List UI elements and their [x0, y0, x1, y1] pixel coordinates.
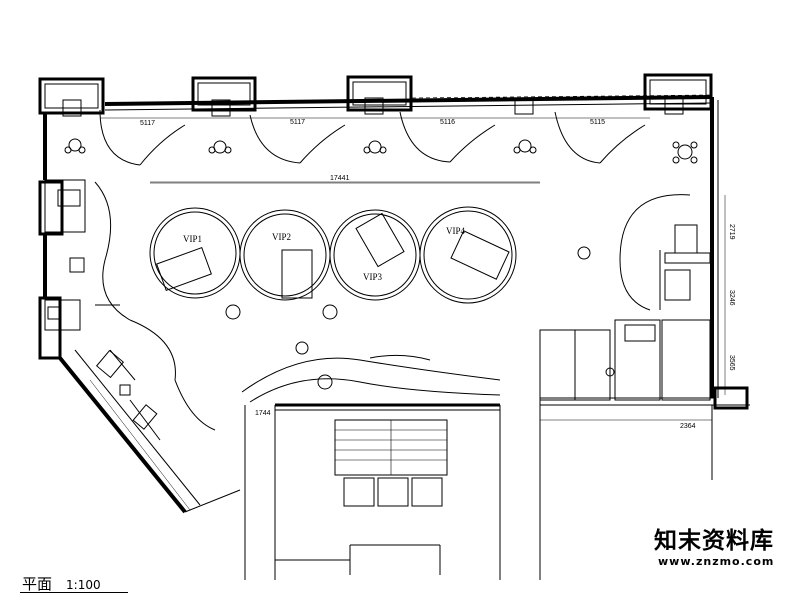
watermark-text: 知末资料库: [654, 528, 774, 554]
caption-scale: 1:100: [66, 578, 101, 592]
watermark-url: www.znzmo.com: [658, 555, 775, 568]
vip-label-2: VIP2: [272, 232, 291, 242]
svg-text:5115: 5115: [590, 119, 605, 126]
caption-underline: [20, 592, 128, 593]
drawing-caption: 平面 1:100: [22, 573, 101, 594]
watermark: 知末资料库 www.znzmo.com: [646, 483, 796, 593]
column-3: [346, 75, 413, 112]
svg-text:2719: 2719: [728, 224, 735, 240]
column-2: [191, 76, 257, 112]
vip-labels: VIP1 VIP2 VIP3 VIP4: [183, 226, 466, 282]
svg-text:1744: 1744: [255, 410, 271, 417]
vip-room-1: [149, 207, 241, 299]
vip-room-3: [329, 209, 421, 301]
svg-text:17441: 17441: [330, 175, 350, 182]
column-4: [643, 73, 713, 111]
vip-label-1: VIP1: [183, 234, 202, 244]
svg-text:2364: 2364: [680, 423, 696, 430]
svg-text:5117: 5117: [140, 120, 155, 127]
vip-room-2: [239, 209, 331, 301]
caption-title: 平面: [22, 575, 53, 593]
column-1: [38, 77, 105, 115]
vip-room-4: [419, 206, 517, 304]
vip-label-3: VIP3: [363, 272, 383, 282]
svg-text:3246: 3246: [728, 290, 735, 306]
svg-text:5116: 5116: [440, 119, 455, 126]
top-rooms: [62, 97, 698, 166]
vip-label-4: VIP4: [446, 226, 466, 236]
vip-rooms: [149, 206, 517, 304]
svg-text:5117: 5117: [290, 119, 305, 126]
svg-text:3565: 3565: [728, 355, 735, 371]
